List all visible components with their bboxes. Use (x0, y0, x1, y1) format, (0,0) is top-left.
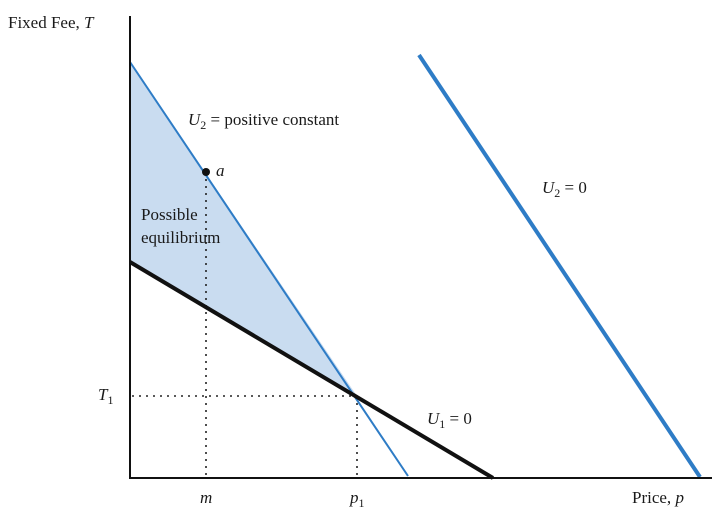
y-axis-title: Fixed Fee, T (8, 13, 95, 32)
u2-positive-constant-label: U2 = positive constant (188, 110, 339, 132)
region-label-line2: equilibrium (141, 228, 220, 247)
u2-zero-line (417, 53, 702, 479)
t1-tick-label: T1 (98, 385, 113, 407)
x-axis-title: Price, p (632, 488, 684, 507)
u2-zero-label: U2 = 0 (542, 178, 587, 200)
u1-zero-label: U1 = 0 (427, 409, 472, 431)
m-tick-label: m (200, 488, 212, 507)
p1-tick-label: p1 (349, 488, 365, 510)
region-label-line1: Possible (141, 205, 198, 224)
point-a-label: a (216, 161, 225, 180)
u2-positive-constant-line (129, 61, 409, 477)
u1-zero-line (128, 260, 495, 480)
point-a-marker (202, 168, 210, 176)
